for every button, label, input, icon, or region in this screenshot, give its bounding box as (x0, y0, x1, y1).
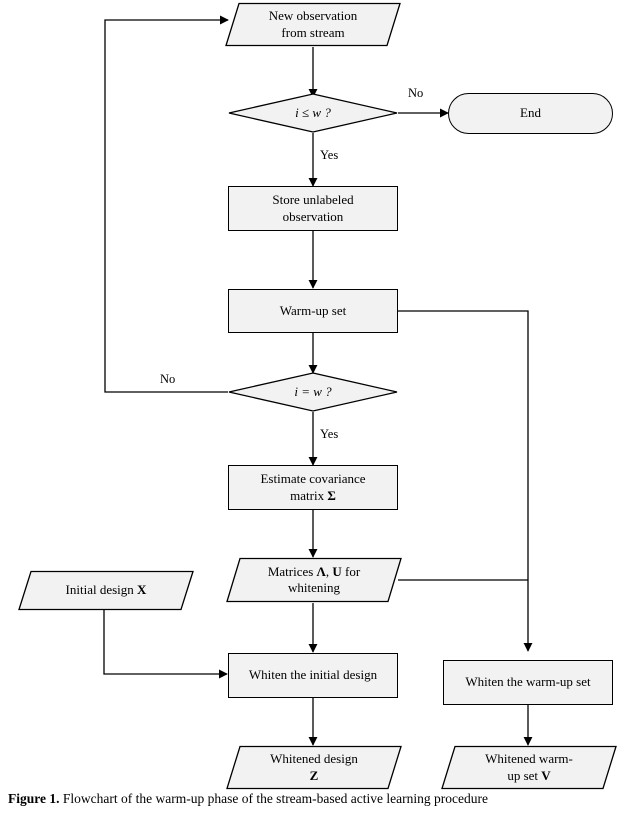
figure-caption: Figure 1. Flowchart of the warm-up phase… (8, 790, 632, 808)
x-symbol: X (137, 582, 147, 598)
node-whiten-warmup-set-label: Whiten the warm-up set (465, 674, 591, 690)
lambda-symbol: Λ (316, 563, 326, 579)
decision-i-eq-w-text: i = w ? (294, 384, 332, 399)
estimate-covariance-line2-text: matrix (290, 487, 328, 503)
node-whitened-design[interactable]: Whitened design Z (226, 745, 402, 790)
estimate-covariance-line1: Estimate covariance (260, 471, 366, 487)
edge-label-yes-to-estimate: Yes (320, 427, 339, 441)
node-new-observation-label: New observation from stream (225, 2, 401, 47)
store-unlabeled-line2: observation (282, 208, 344, 224)
node-decision-i-eq-w-label: i = w ? (228, 372, 398, 412)
node-decision-i-eq-w[interactable]: i = w ? (228, 372, 398, 412)
z-symbol: Z (309, 767, 319, 783)
figure-caption-text: Flowchart of the warm-up phase of the st… (62, 791, 488, 806)
sigma-symbol: Σ (327, 487, 336, 503)
matrices-line2: whitening (288, 580, 340, 595)
matrices-line1-mid: , (325, 563, 333, 579)
node-warmup-set-label: Warm-up set (279, 302, 347, 318)
new-observation-line1: New observation (268, 8, 358, 24)
edge-label-no-loop-back: No (160, 372, 176, 386)
node-decision-i-le-w-label: i ≤ w ? (228, 93, 398, 133)
node-initial-design[interactable]: Initial design X (18, 570, 194, 611)
matrices-line1-post: for (341, 563, 361, 579)
node-whiten-initial-design[interactable]: Whiten the initial design (228, 653, 398, 698)
edge-label-no-to-end: No (408, 86, 424, 100)
node-whiten-warmup-set[interactable]: Whiten the warm-up set (443, 660, 613, 705)
node-initial-design-label: Initial design X (18, 570, 194, 611)
store-unlabeled-line1: Store unlabeled (272, 192, 354, 208)
initial-design-text: Initial design (65, 582, 138, 598)
node-warmup-set[interactable]: Warm-up set (228, 289, 398, 333)
figure-caption-prefix: Figure 1. (8, 791, 60, 806)
whitened-warmup-line2: up set V (485, 768, 573, 784)
node-end-label: End (520, 105, 541, 121)
node-decision-i-le-w[interactable]: i ≤ w ? (228, 93, 398, 133)
decision-i-le-w-text: i ≤ w ? (295, 105, 331, 120)
whitened-warmup-line2-pre: up set (507, 767, 542, 783)
node-matrices-whitening-label: Matrices Λ, U for whitening (226, 557, 402, 603)
v-symbol: V (541, 767, 551, 783)
estimate-covariance-line2: matrix Σ (260, 488, 365, 504)
node-store-unlabeled-observation[interactable]: Store unlabeled observation (228, 186, 398, 231)
whitened-design-line1: Whitened design (270, 751, 358, 767)
node-matrices-whitening[interactable]: Matrices Λ, U for whitening (226, 557, 402, 603)
u-symbol: U (332, 563, 342, 579)
node-end[interactable]: End (448, 93, 613, 134)
new-observation-line2: from stream (281, 24, 345, 40)
node-whitened-warmup-set[interactable]: Whitened warm- up set V (441, 745, 617, 790)
matrices-line1-pre: Matrices (267, 563, 317, 579)
edge-label-yes-to-store: Yes (320, 148, 339, 162)
node-whitened-design-label: Whitened design Z (226, 745, 402, 790)
node-whiten-initial-design-label: Whiten the initial design (248, 667, 378, 683)
node-estimate-covariance[interactable]: Estimate covariance matrix Σ (228, 465, 398, 510)
whitened-warmup-line1: Whitened warm- (485, 751, 573, 767)
node-new-observation[interactable]: New observation from stream (225, 2, 401, 47)
node-whitened-warmup-set-label: Whitened warm- up set V (441, 745, 617, 790)
matrices-line1: Matrices Λ, U for (268, 564, 360, 580)
